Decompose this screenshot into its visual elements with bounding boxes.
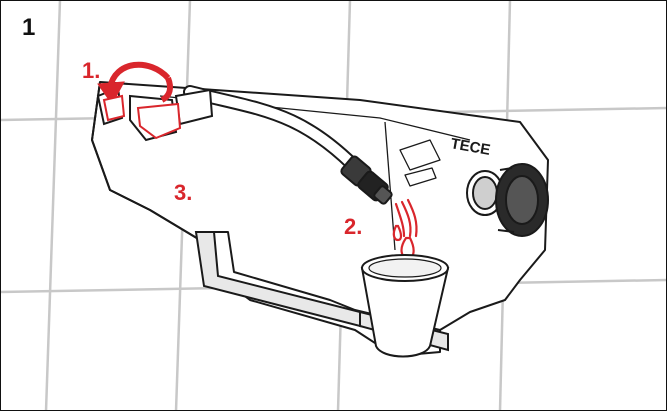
red-valve-handle bbox=[102, 94, 182, 140]
panel-label: 1 bbox=[22, 14, 36, 41]
brand-label: TECE bbox=[449, 135, 491, 159]
cup bbox=[360, 254, 450, 358]
hose bbox=[183, 85, 367, 179]
rotate-arrow-icon bbox=[97, 61, 173, 105]
step-label-2: 2. bbox=[344, 214, 363, 239]
step-label-3: 3. bbox=[174, 180, 193, 205]
step-label-1: 1. bbox=[82, 58, 101, 83]
water-drops-icon bbox=[392, 198, 418, 260]
hose-connector bbox=[340, 155, 393, 205]
valve-knob bbox=[466, 163, 549, 237]
